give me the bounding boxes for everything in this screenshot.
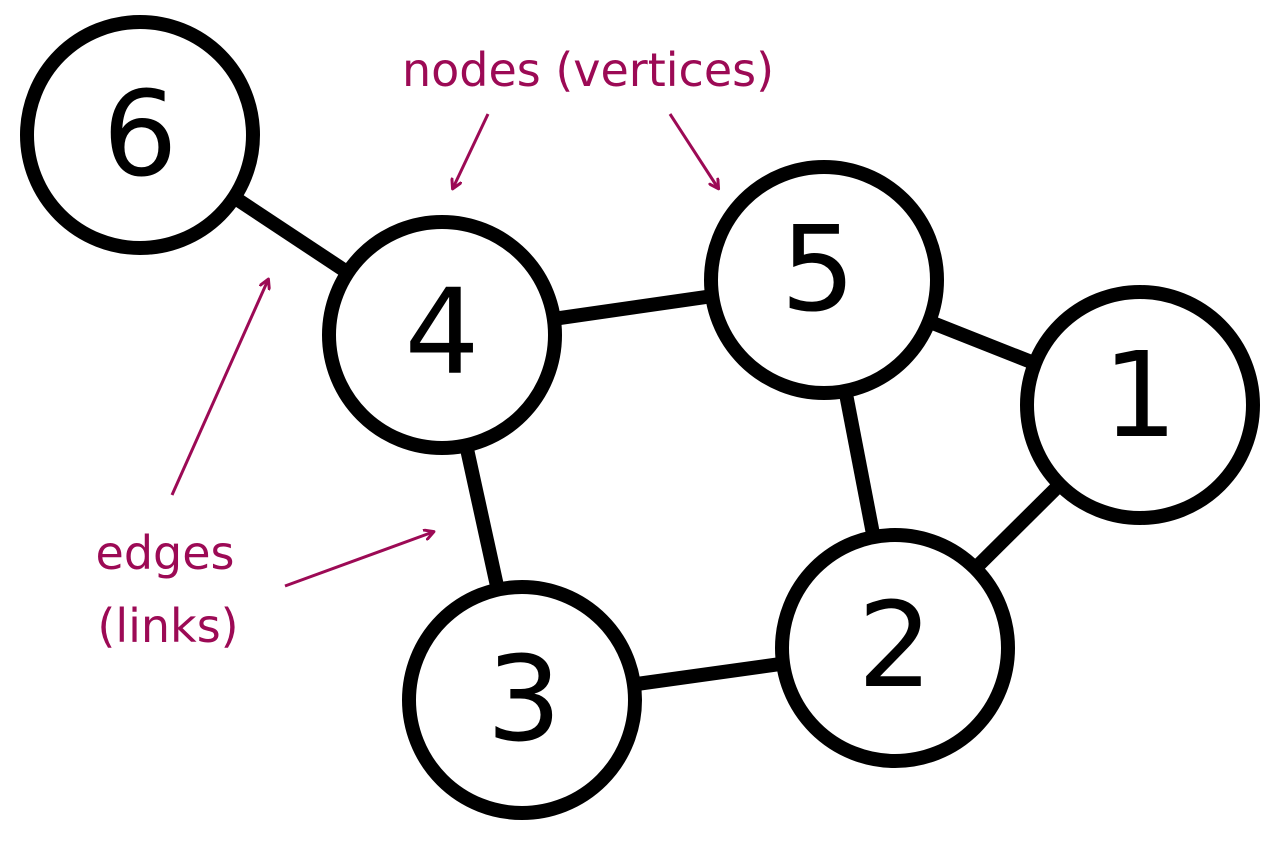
annotations-group: nodes (vertices) edges (links): [96, 43, 775, 653]
node-6: [20, 15, 260, 255]
node-5: [704, 160, 944, 400]
node-1-label: 1: [1102, 326, 1177, 464]
edges-arrow-up: [170, 280, 268, 496]
nodes-arrow-right: [668, 113, 718, 188]
node-labels-group: 6 4 5 1 3 2: [102, 65, 1177, 768]
node-2-label: 2: [857, 576, 932, 714]
nodes-group: [20, 15, 1260, 820]
edges-annotation-label-line1: edges: [96, 526, 235, 580]
edges-annotation-label-line2: (links): [97, 599, 238, 653]
node-3: [402, 580, 642, 820]
node-6-label: 6: [102, 65, 177, 203]
edges-arrow-right: [284, 532, 433, 588]
node-1: [1020, 285, 1260, 525]
node-2: [775, 528, 1015, 768]
node-3-label: 3: [486, 630, 561, 768]
nodes-annotation-label: nodes (vertices): [402, 43, 774, 97]
nodes-arrow-left: [453, 113, 490, 188]
node-5-label: 5: [780, 200, 855, 338]
node-4: [322, 215, 562, 455]
node-4-label: 4: [404, 263, 479, 401]
